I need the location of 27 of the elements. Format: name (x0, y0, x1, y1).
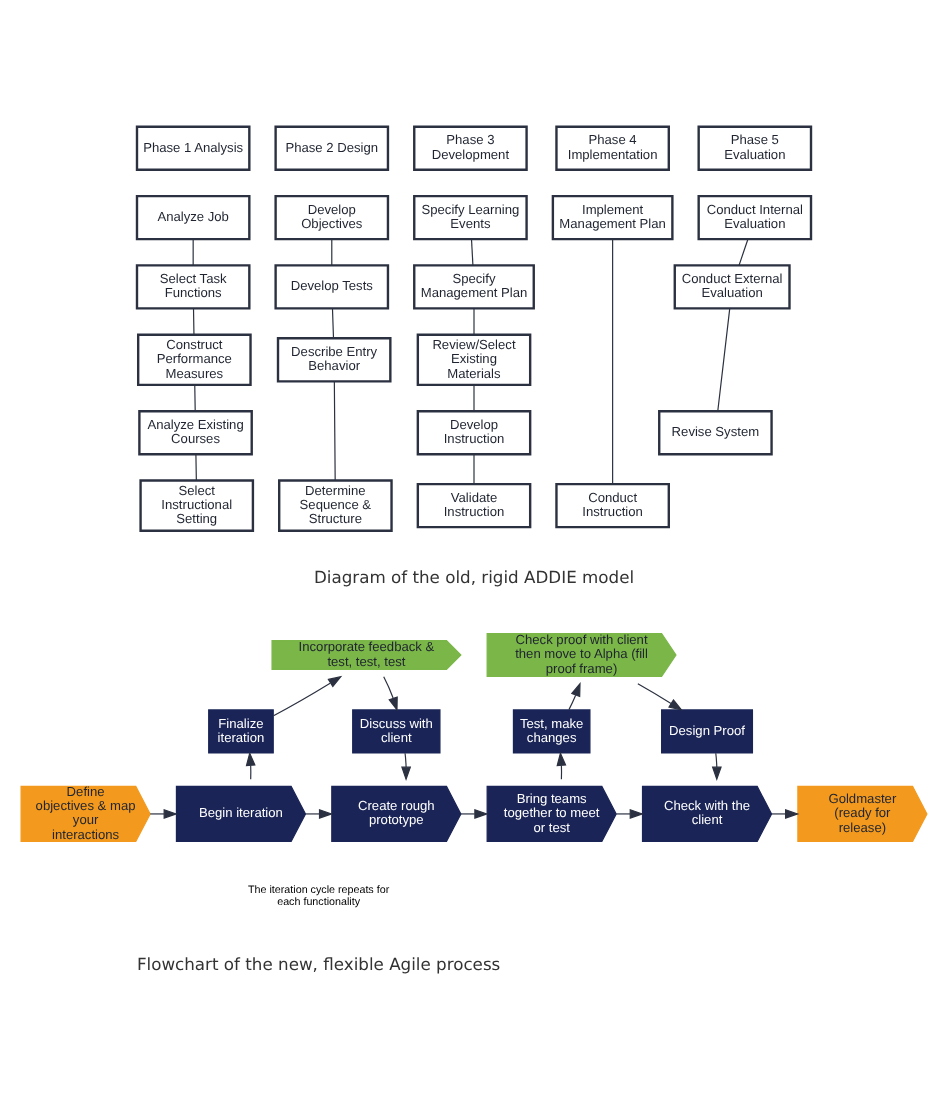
connector (473, 384, 475, 412)
arrow (272, 675, 343, 717)
connector (331, 238, 333, 266)
connector (473, 307, 475, 336)
arrow (383, 676, 398, 712)
arrow (771, 808, 800, 819)
arrow (401, 752, 412, 781)
label: Flowchart of the new, flexible Agile process (136, 954, 501, 975)
arrow (615, 808, 644, 819)
connector (192, 307, 195, 336)
connector (470, 238, 474, 266)
arrow (568, 682, 581, 711)
arrow (637, 683, 683, 711)
connector (717, 308, 731, 412)
arrow (460, 808, 489, 819)
connector (192, 238, 194, 266)
connector (195, 453, 197, 481)
arrow (711, 752, 722, 781)
connector (331, 307, 335, 339)
connector (473, 453, 475, 485)
arrow (149, 808, 178, 819)
connector (333, 380, 336, 481)
label: Diagram of the old, rigid ADDIE model (313, 566, 635, 587)
connector (612, 238, 614, 485)
connector (738, 238, 749, 266)
connector (194, 384, 196, 412)
arrow (305, 808, 334, 819)
